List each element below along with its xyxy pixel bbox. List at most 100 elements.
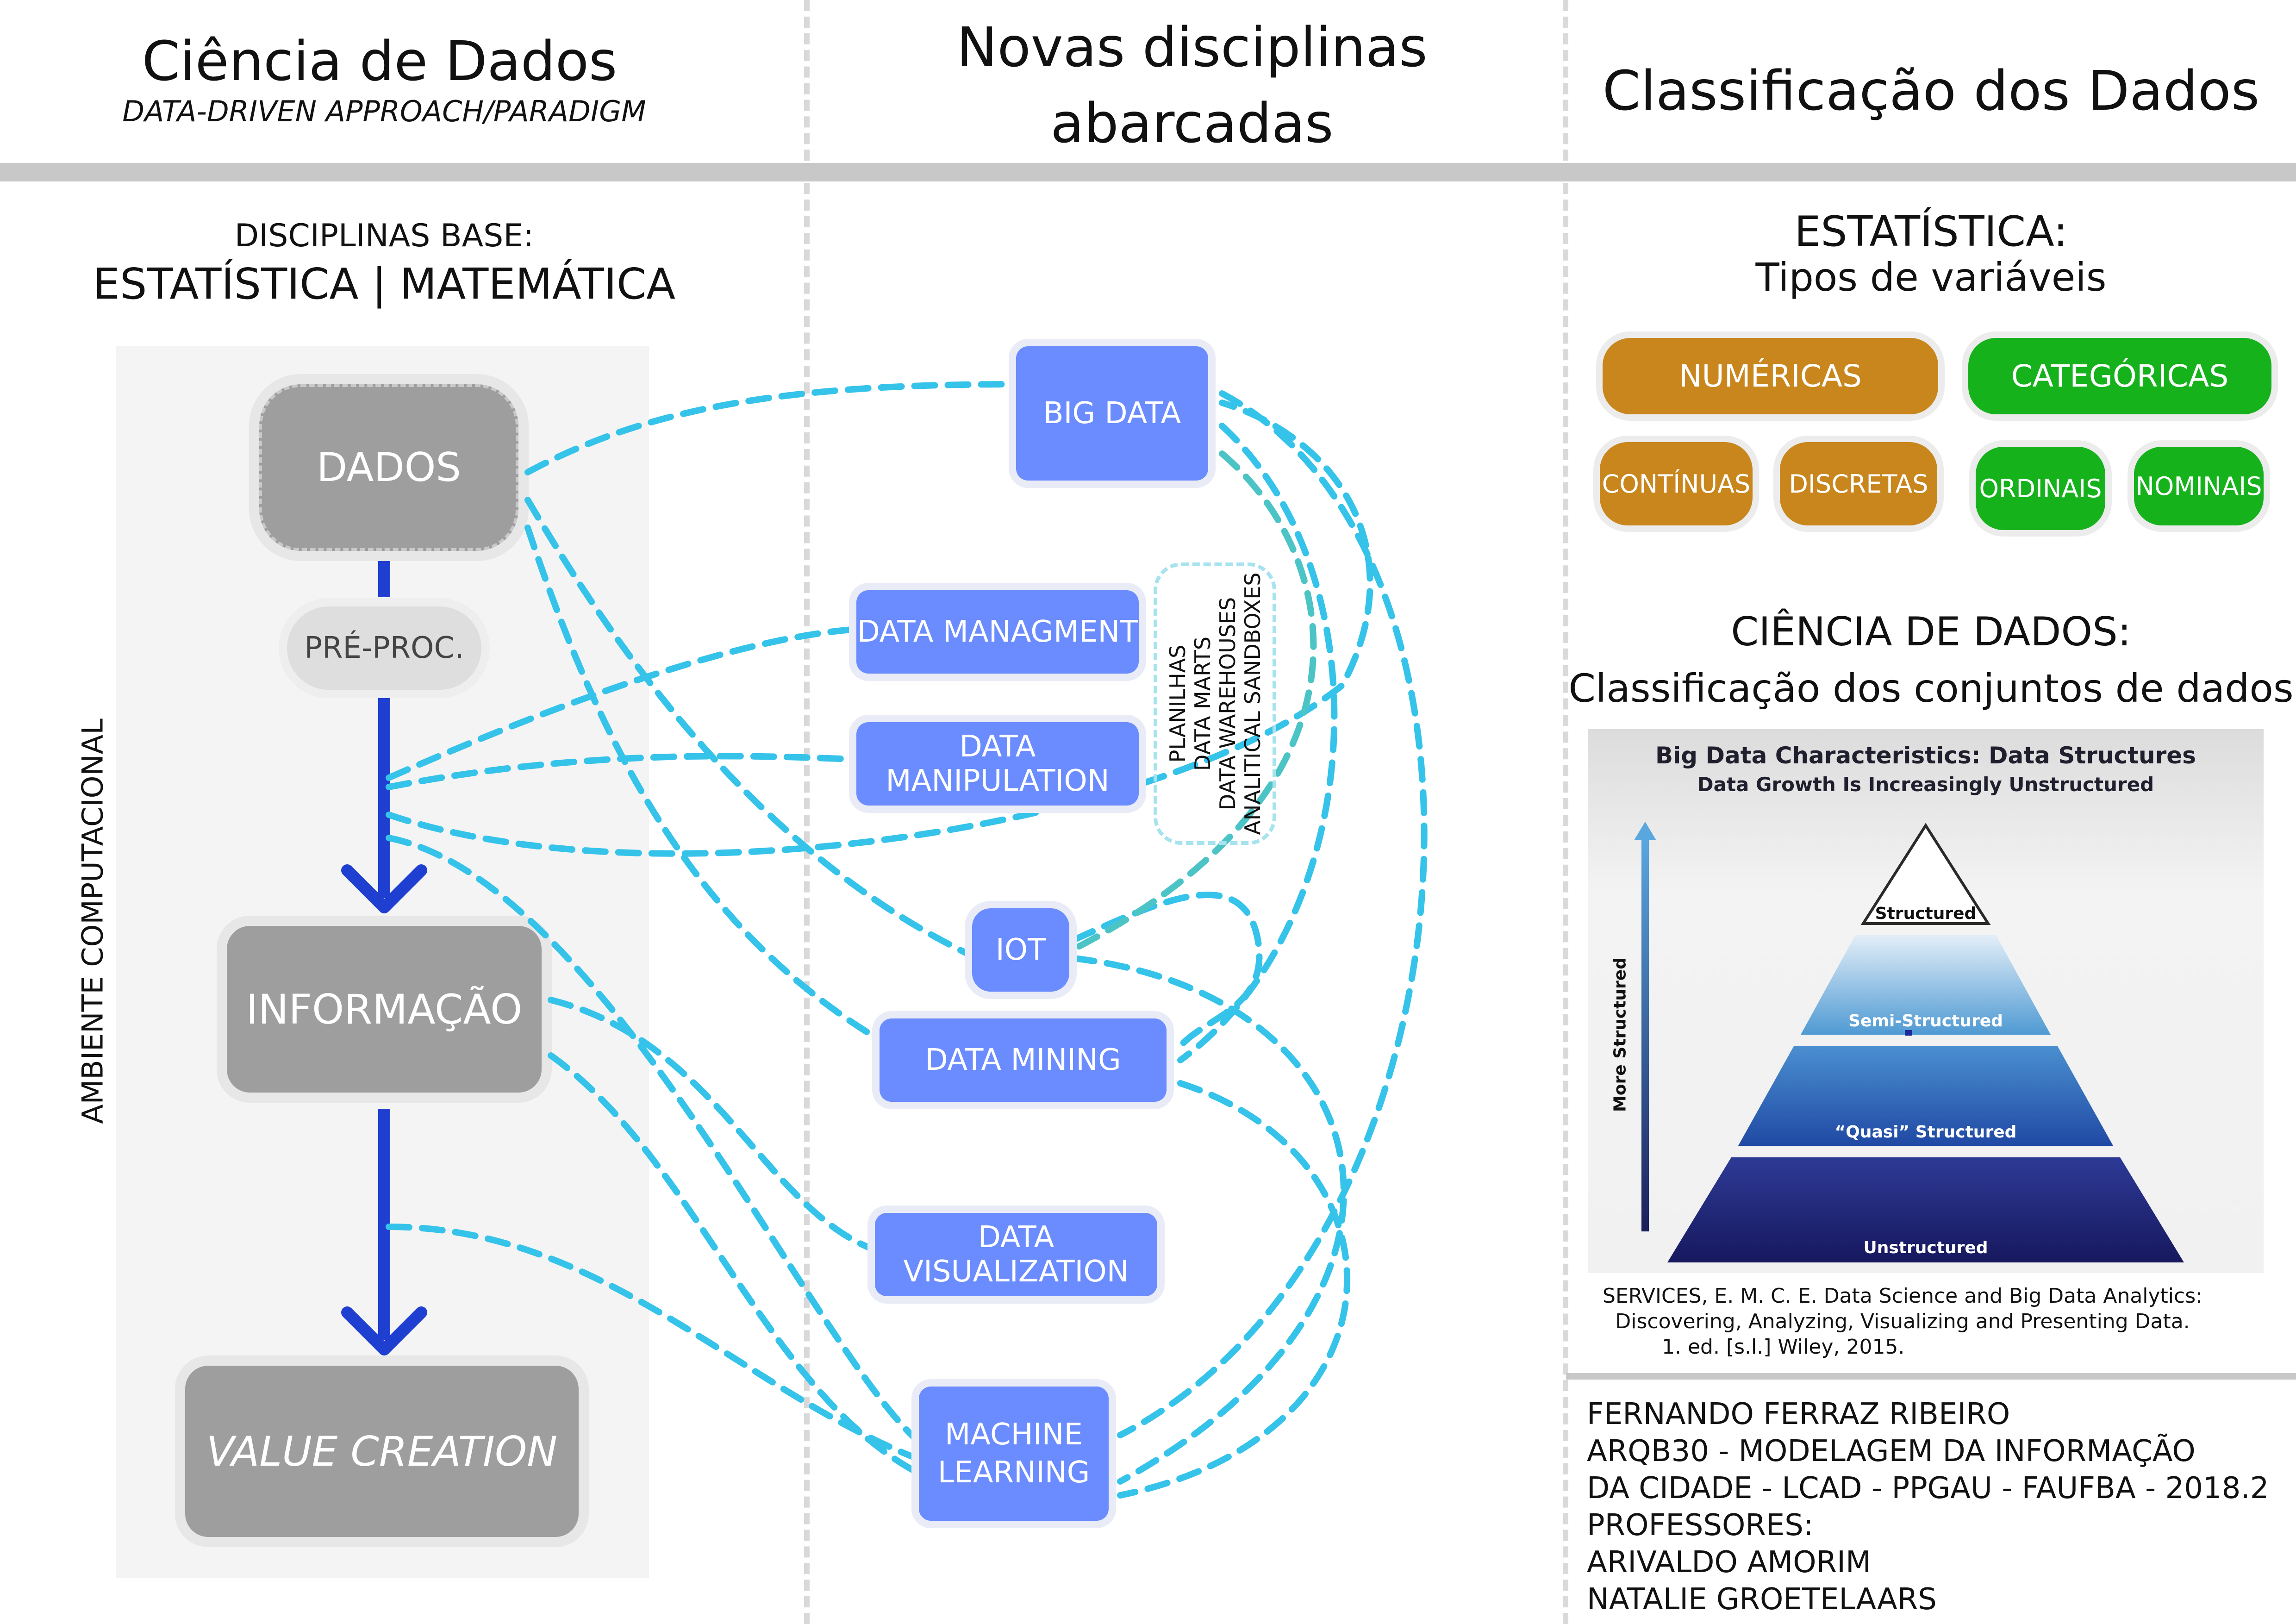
col2-title-line1: Novas disciplinas	[956, 15, 1428, 79]
credit-professors-label: PROFESSORES:	[1587, 1508, 1814, 1543]
credit-course: ARQB30 - MODELAGEM DA INFORMAÇÃO	[1587, 1434, 2196, 1468]
citation-line: SERVICES, E. M. C. E. Data Science and B…	[1603, 1284, 2202, 1308]
divider-right	[1563, 0, 1568, 1624]
node-informacao-label: INFORMAÇÃO	[246, 985, 523, 1033]
flow-arrows	[341, 556, 427, 1355]
citation-line: 1. ed. [s.l.] Wiley, 2015.	[1662, 1335, 1905, 1359]
link-info-vis	[548, 997, 878, 1253]
level-unstructured	[1667, 1157, 2184, 1262]
var-nominais-label: NOMINAIS	[2135, 471, 2262, 501]
node-data-manipulation-label: DATA MANIPULATION	[886, 730, 1110, 798]
arrow-head-2	[341, 1306, 427, 1355]
node-preproc-label: PRÉ-PROC.	[304, 631, 464, 665]
node-data-mining-label: DATA MINING	[925, 1043, 1121, 1077]
level-unstructured-label: Unstructured	[1863, 1238, 1988, 1257]
divider-left	[804, 0, 810, 1624]
var-discretas-label: DISCRETAS	[1789, 469, 1928, 499]
level-semi-label: Semi-Structured	[1848, 1012, 2003, 1031]
citation: SERVICES, E. M. C. E. Data Science and B…	[1574, 1283, 2231, 1360]
axis-shaft	[1641, 838, 1649, 1231]
storage-item: DATA MARTS	[1190, 636, 1215, 771]
link-bigdata-ml	[1117, 390, 1428, 1438]
var-categoricas: CATEGÓRICAS	[1968, 338, 2271, 414]
level-semi-structured	[1801, 935, 2051, 1035]
link-dados-bigdata	[524, 381, 1017, 475]
credit-professor: NATALIE GROETELAARS	[1587, 1582, 1937, 1617]
node-machine-learning-line1: MACHINE	[945, 1418, 1083, 1452]
connection-links	[386, 381, 1428, 1499]
node-big-data: BIG DATA	[1016, 346, 1208, 481]
storage-item: DATA WAREHOUSES	[1215, 597, 1240, 811]
node-data-managment: DATA MANAGMENT	[856, 590, 1139, 674]
link-stem-managment	[386, 626, 855, 781]
node-machine-learning-line2: LEARNING	[937, 1455, 1090, 1490]
ds-title: CIÊNCIA DE DADOS:	[1731, 609, 2131, 655]
node-data-manipulation: DATA MANIPULATION	[856, 722, 1139, 806]
credit-institution: DA CIDADE - LCAD - PPGAU - FAUFBA - 2018…	[1587, 1471, 2269, 1505]
node-big-data-label: BIG DATA	[1043, 396, 1181, 431]
storage-item: ANALITICAL SANDBOXES	[1240, 572, 1265, 835]
var-numericas-label: NUMÉRICAS	[1679, 358, 1862, 394]
node-dados-label: DADOS	[316, 444, 462, 491]
node-data-visualization: DATA VISUALIZATION	[875, 1213, 1157, 1296]
level-structured	[1860, 823, 1991, 925]
node-informacao: INFORMAÇÃO	[227, 926, 542, 1093]
node-dados: DADOS	[259, 384, 518, 551]
var-ordinais-label: ORDINAIS	[1979, 474, 2102, 503]
credit-author: FERNANDO FERRAZ RIBEIRO	[1587, 1397, 2010, 1431]
var-continuas-label: CONTÍNUAS	[1602, 469, 1751, 499]
link-stem-manipulation	[386, 753, 855, 790]
var-nominais: NOMINAIS	[2134, 447, 2264, 525]
citation-line: Discovering, Analyzing, Visualizing and …	[1615, 1310, 2190, 1333]
link-mining-ml	[1117, 1080, 1351, 1499]
node-iot: IOT	[972, 908, 1069, 992]
storage-item: PLANILHAS	[1165, 644, 1190, 763]
link-bigdata-iot	[1071, 450, 1317, 952]
node-data-visualization-label: DATA VISUALIZATION	[903, 1220, 1129, 1289]
level-quasi-label: “Quasi” Structured	[1834, 1123, 2017, 1142]
var-continuas: CONTÍNUAS	[1600, 442, 1753, 525]
stats-title: ESTATÍSTICA:	[1794, 207, 2068, 256]
col3-title: Classificação dos Dados	[1602, 59, 2260, 123]
node-value-creation-label: VALUE CREATION	[206, 1427, 558, 1475]
axis-label: More Structured	[1610, 957, 1630, 1112]
credits: FERNANDO FERRAZ RIBEIRO ARQB30 - MODELAG…	[1587, 1396, 2281, 1618]
credit-professor: ARIVALDO AMORIM	[1587, 1545, 1872, 1580]
data-structures-figure: Big Data Characteristics: Data Structure…	[1588, 729, 2264, 1273]
figure-subtitle: Data Growth Is Increasingly Unstructured	[1697, 773, 2154, 796]
node-data-managment-label: DATA MANAGMENT	[857, 615, 1138, 649]
ds-subtitle: Classificação dos conjuntos de dados	[1568, 666, 2294, 711]
var-categoricas-label: CATEGÓRICAS	[2011, 358, 2229, 394]
level-quasi-structured	[1738, 1046, 2113, 1146]
pyramid-graphic	[1634, 822, 2184, 1262]
level-structured-label: Structured	[1875, 904, 1977, 923]
var-ordinais: ORDINAIS	[1976, 447, 2105, 530]
storage-types-box	[1154, 562, 1276, 845]
semi-marker	[1905, 1030, 1912, 1036]
node-machine-learning: MACHINE LEARNING	[919, 1387, 1109, 1521]
base-disciplines: ESTATÍSTICA | MATEMÁTICA	[93, 259, 676, 309]
link-value-ml	[386, 1224, 920, 1462]
base-label: DISCIPLINAS BASE:	[234, 218, 534, 254]
stats-subtitle: Tipos de variáveis	[1755, 255, 2107, 300]
link-stem-ml	[386, 835, 920, 1443]
link-info-ml	[548, 1052, 920, 1475]
node-value-creation: VALUE CREATION	[185, 1366, 579, 1537]
col1-subtitle: DATA-DRIVEN APPROACH/PARADIGM	[122, 94, 646, 128]
arrow-head-1	[341, 864, 427, 913]
node-iot-label: IOT	[995, 933, 1046, 967]
col2-title-line2: abarcadas	[1050, 91, 1334, 155]
col1-title: Ciência de Dados	[142, 29, 618, 93]
node-preproc: PRÉ-PROC.	[287, 606, 481, 690]
link-dados-iot	[524, 497, 971, 957]
var-discretas: DISCRETAS	[1780, 442, 1937, 525]
axis-arrowhead	[1634, 822, 1656, 840]
figure-title: Big Data Characteristics: Data Structure…	[1655, 742, 2196, 769]
link-dados-mining	[524, 525, 878, 1040]
credits-divider	[1566, 1373, 2296, 1380]
var-numericas: NUMÉRICAS	[1603, 338, 1938, 414]
node-data-mining: DATA MINING	[880, 1018, 1167, 1102]
link-iot-ml	[1071, 955, 1347, 1485]
link-stem-bigdata	[386, 400, 1373, 857]
header-bar	[0, 163, 2296, 181]
